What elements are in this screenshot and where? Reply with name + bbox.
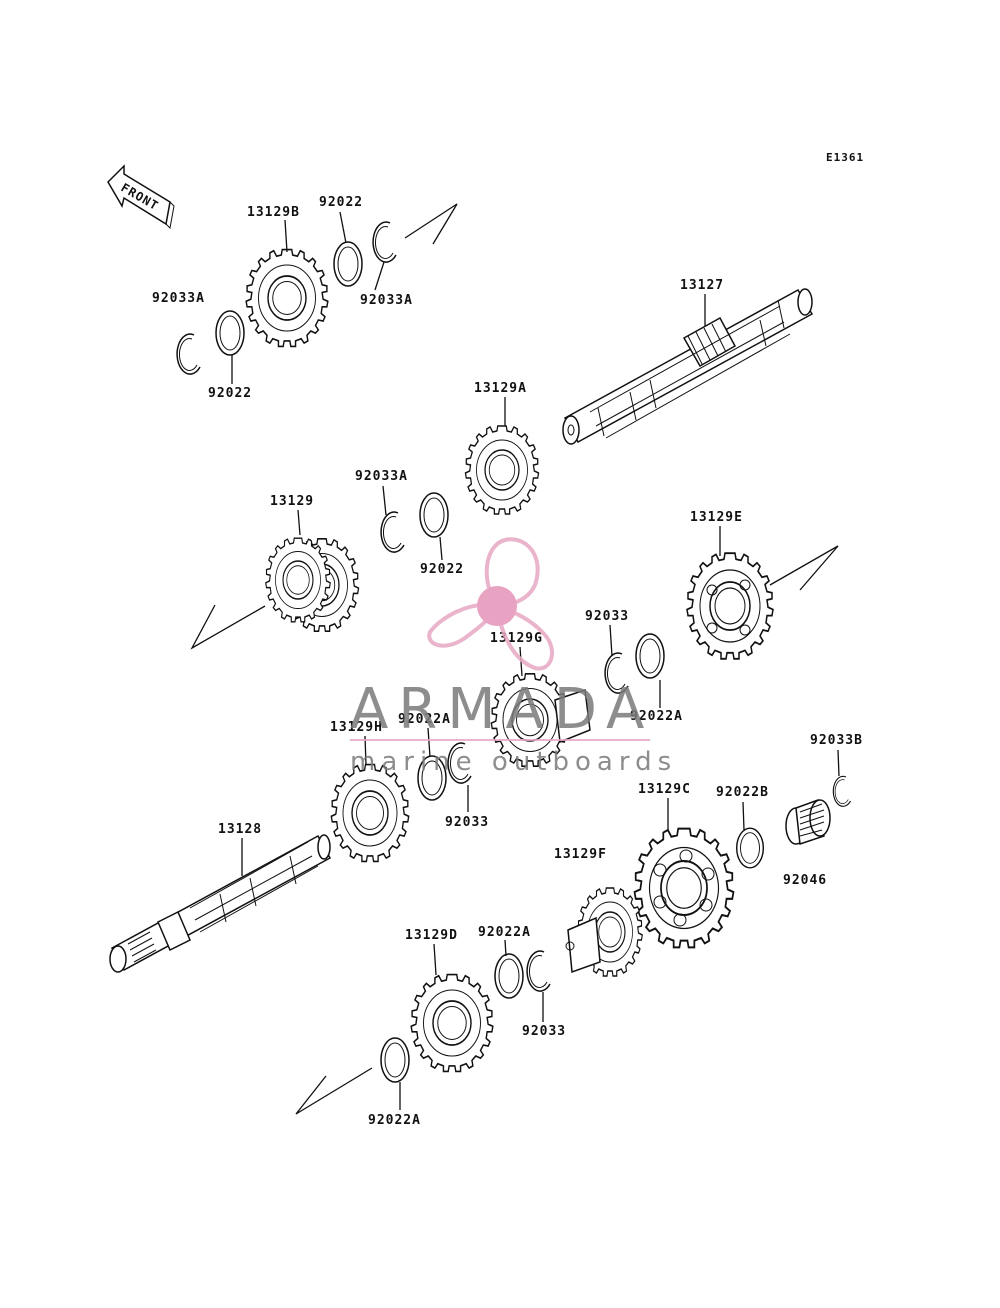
diagram-ref-code: E1361	[826, 151, 864, 164]
clip-92033-low[interactable]	[526, 950, 551, 992]
ring-92022b[interactable]	[735, 827, 765, 869]
ring-92022a-right[interactable]	[635, 633, 665, 679]
label-92033b: 92033B	[810, 733, 863, 748]
shaft-13127[interactable]	[562, 288, 814, 445]
label-13129f: 13129F	[554, 847, 607, 862]
label-13129d: 13129D	[405, 928, 458, 943]
clip-92033a-mid[interactable]	[380, 511, 405, 553]
watermark-brand: ARMADA	[350, 677, 654, 742]
front-arrow-icon: FRONT	[107, 164, 175, 230]
label-92033-low: 92033	[522, 1024, 566, 1039]
gear-13129e[interactable]	[686, 552, 774, 660]
axis-break-mark	[404, 203, 458, 245]
label-92022a-bottom: 92022A	[368, 1113, 421, 1128]
gear-13129h[interactable]	[330, 763, 410, 863]
label-92022-mid: 92022	[420, 562, 464, 577]
clip-92033a-right[interactable]	[372, 221, 397, 263]
label-13127: 13127	[680, 278, 724, 293]
ring-92022a-low[interactable]	[494, 953, 524, 999]
gear-13129c[interactable]	[633, 827, 735, 949]
label-13129c: 13129C	[638, 782, 691, 797]
gear-13129b[interactable]	[245, 248, 329, 348]
label-92046: 92046	[783, 873, 827, 888]
label-92022b: 92022B	[716, 785, 769, 800]
label-92033a-left: 92033A	[152, 291, 205, 306]
label-92022a-right: 92022A	[630, 709, 683, 724]
label-92033a-right: 92033A	[360, 293, 413, 308]
clip-92033b[interactable]	[832, 775, 852, 807]
shaft-13128[interactable]	[109, 834, 332, 973]
label-92022a-low: 92022A	[478, 925, 531, 940]
propeller-logo-icon	[427, 537, 555, 671]
label-92033a-mid: 92033A	[355, 469, 408, 484]
gear-13129[interactable]	[265, 537, 360, 632]
clip-92033a-left[interactable]	[176, 333, 201, 375]
label-13129h: 13129H	[330, 720, 383, 735]
label-13129: 13129	[270, 494, 314, 509]
bearing-92046[interactable]	[785, 798, 831, 846]
label-13129e: 13129E	[690, 510, 743, 525]
label-13129a: 13129A	[474, 381, 527, 396]
ring-92022-top[interactable]	[333, 241, 363, 287]
label-92022-left: 92022	[208, 386, 252, 401]
watermark-tagline: marine outboards	[350, 747, 677, 777]
label-92033-mid: 92033	[445, 815, 489, 830]
axis-break-mark-right	[769, 545, 839, 591]
gear-13129g[interactable]	[490, 673, 591, 767]
watermark: ARMADA marine outboards	[350, 537, 677, 777]
ring-92022a-bottom[interactable]	[380, 1037, 410, 1083]
ring-92022-mid[interactable]	[419, 492, 449, 538]
label-92022-top: 92022	[319, 195, 363, 210]
gear-13129f[interactable]	[565, 887, 643, 977]
label-92033-right: 92033	[585, 609, 629, 624]
label-13128: 13128	[218, 822, 262, 837]
axis-break-mark-left	[190, 604, 266, 650]
ring-92022-left[interactable]	[215, 310, 245, 356]
gear-13129a[interactable]	[464, 425, 540, 515]
label-13129b: 13129B	[247, 205, 300, 220]
axis-break-mark-bottom	[295, 1067, 373, 1115]
label-13129g: 13129G	[490, 631, 543, 646]
label-92022a-mid: 92022A	[398, 712, 451, 727]
gear-13129d[interactable]	[410, 973, 494, 1073]
